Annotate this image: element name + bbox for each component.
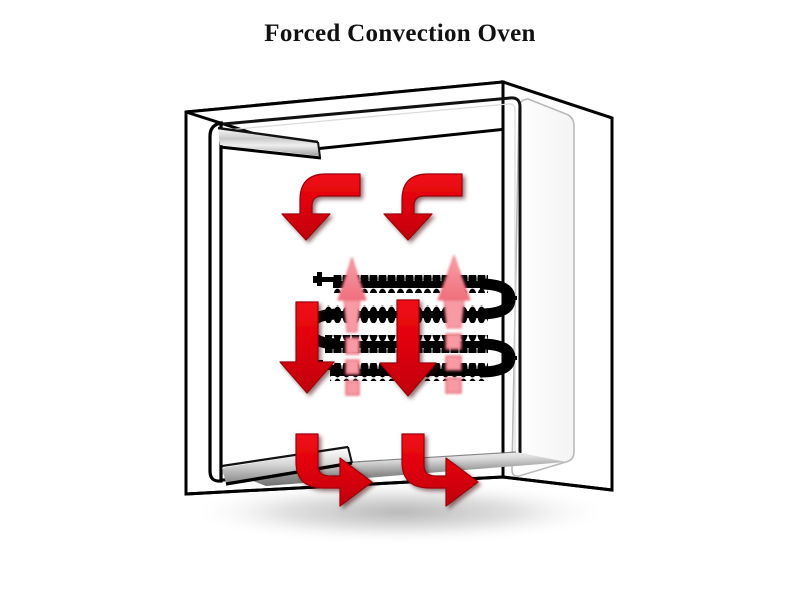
- inlet-arrow-left: [281, 173, 361, 241]
- inlet-arrow-right: [383, 173, 463, 241]
- element-terminal: [313, 272, 337, 286]
- figure-description: Cutaway perspective drawing of an oven c…: [0, 595, 800, 612]
- floor-shadow: [185, 482, 615, 542]
- page-title: Forced Convection Oven: [264, 20, 536, 47]
- outlet-arrow-right: [401, 433, 479, 507]
- oven-door: [208, 121, 353, 486]
- mid-arrow-center: [379, 299, 437, 397]
- heat-arrow-left: [337, 256, 367, 396]
- outlet-arrow-left: [295, 433, 373, 507]
- mid-arrow-left: [279, 301, 335, 394]
- heat-arrow-right: [437, 254, 471, 394]
